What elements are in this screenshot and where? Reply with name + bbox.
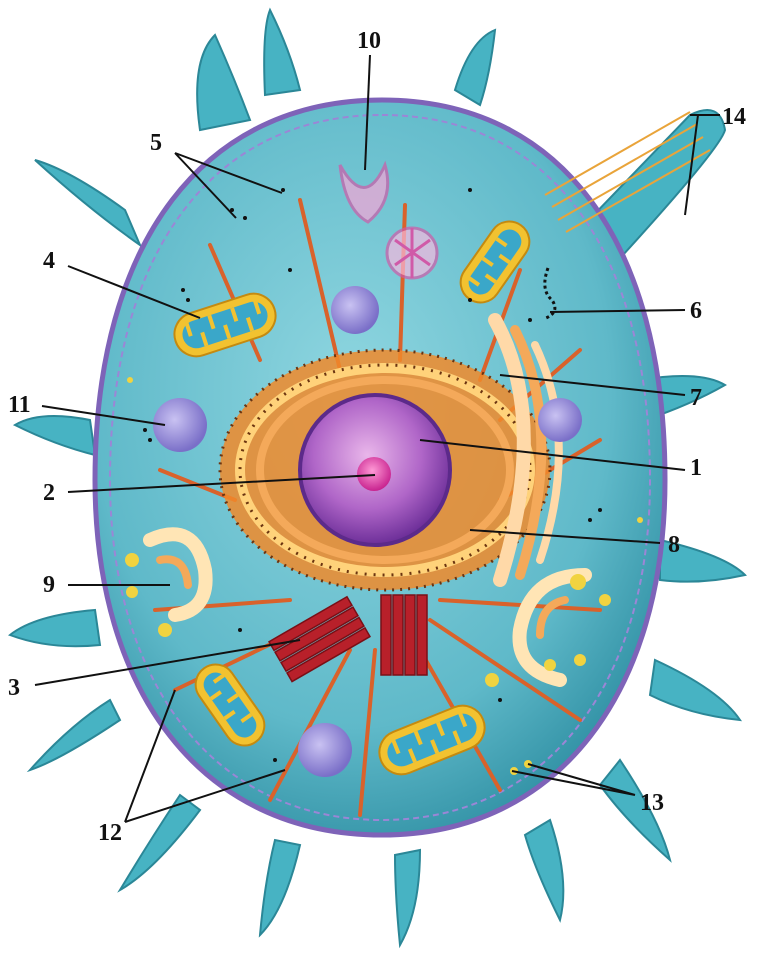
label-9: 9	[43, 572, 55, 598]
label-6: 6	[690, 298, 702, 324]
label-10: 10	[357, 28, 381, 54]
label-11: 11	[8, 392, 31, 418]
label-12: 12	[98, 820, 122, 846]
label-1: 1	[690, 455, 702, 481]
label-13: 13	[640, 790, 664, 816]
label-3: 3	[8, 675, 20, 701]
label-14: 14	[722, 104, 746, 130]
label-7: 7	[690, 385, 702, 411]
label-2: 2	[43, 480, 55, 506]
label-5: 5	[150, 130, 162, 156]
nucleolus	[357, 457, 391, 491]
label-4: 4	[43, 248, 55, 274]
label-8: 8	[668, 532, 680, 558]
